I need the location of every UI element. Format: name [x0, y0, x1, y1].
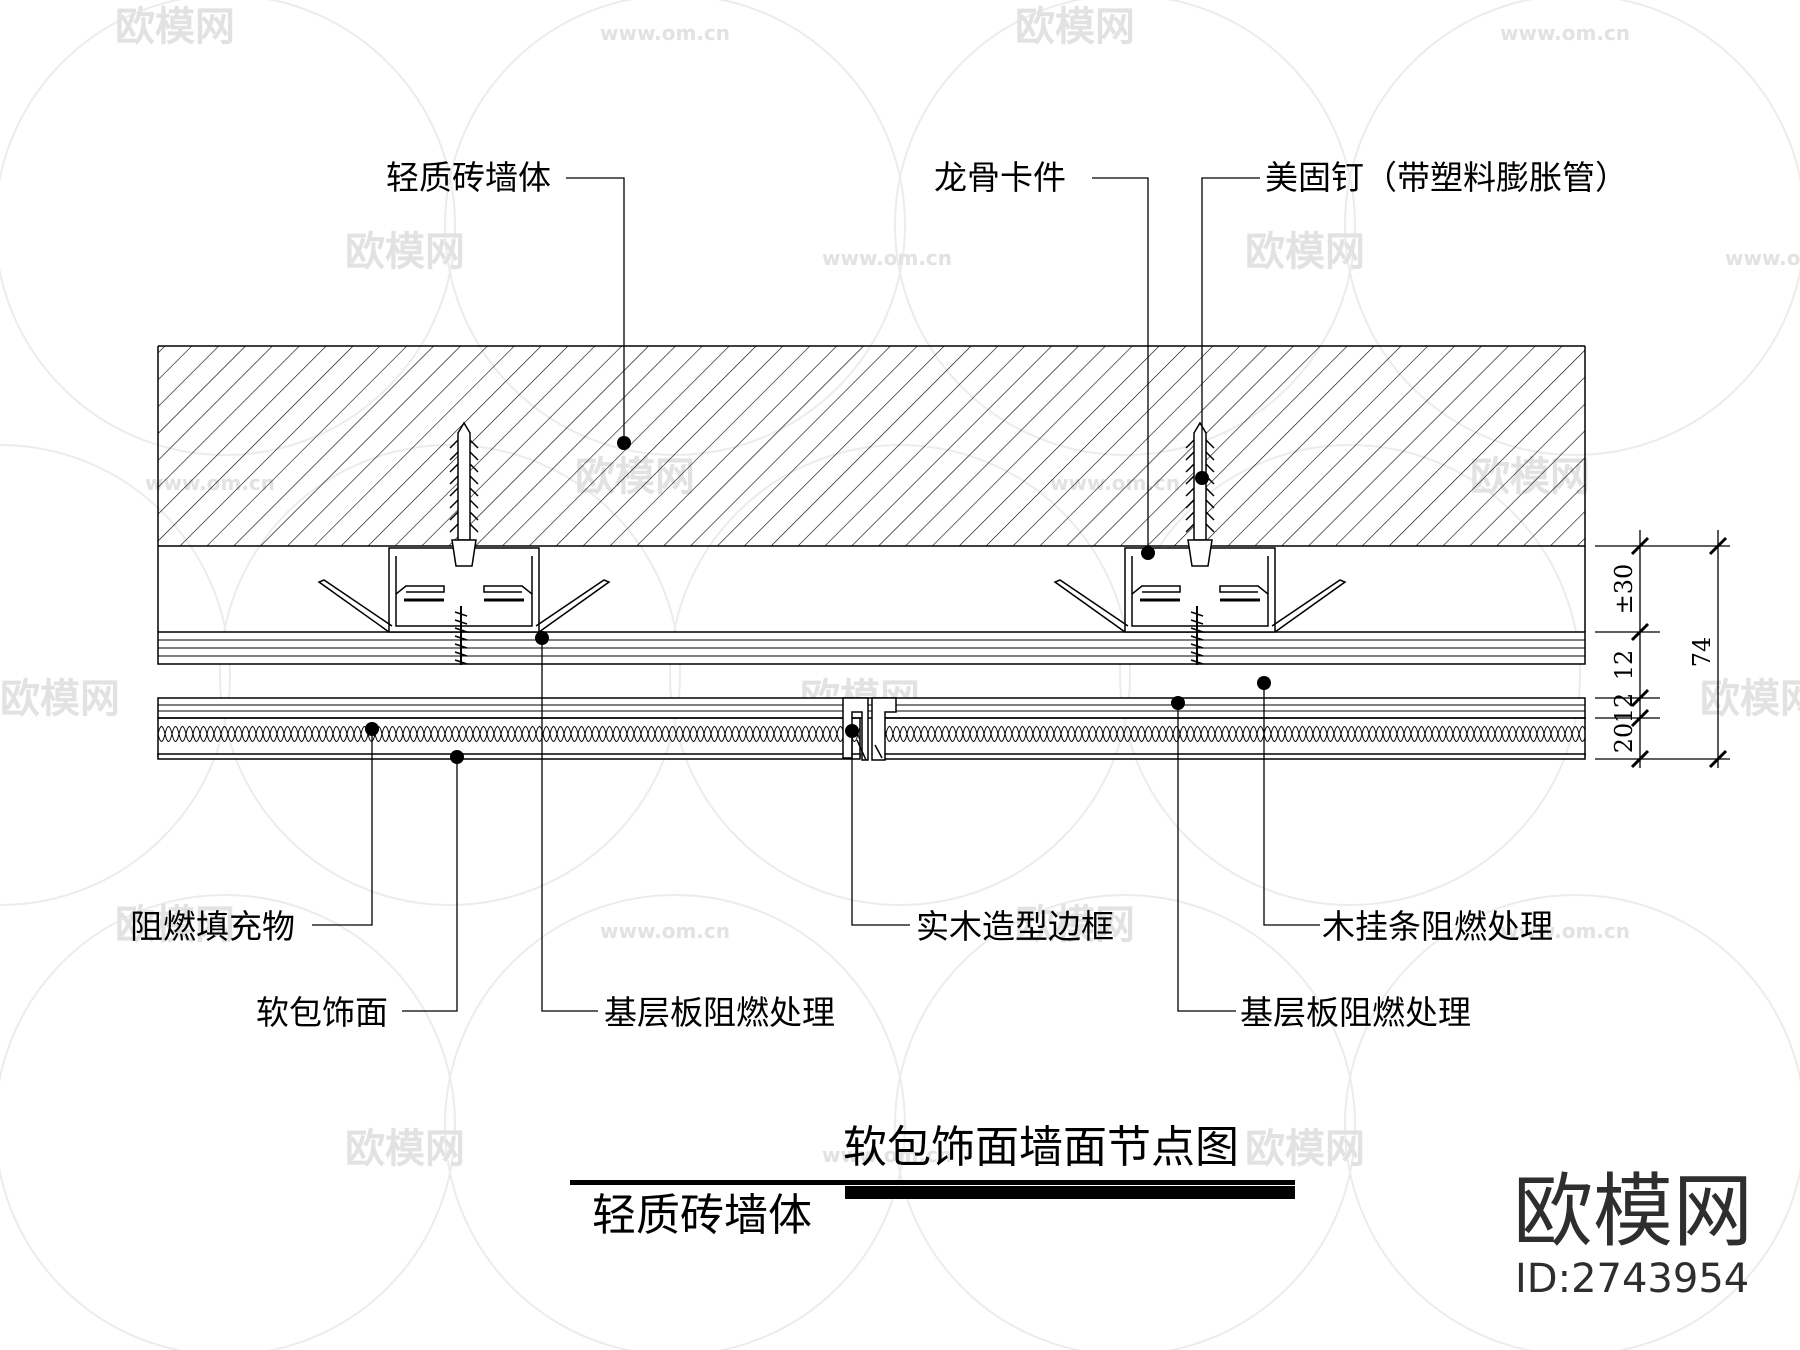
leaders — [312, 177, 1320, 1012]
title-underline-thick — [845, 1186, 1295, 1199]
dimension-ticks — [1630, 536, 1728, 769]
leader-soft — [402, 757, 458, 1012]
air-gap — [157, 546, 1586, 632]
watermark-tile-brand: 欧模网 — [1015, 902, 1135, 948]
leader-anchor — [1201, 177, 1260, 478]
watermark-tile-url: www.om.cn — [1725, 246, 1800, 270]
keel-assembly — [1053, 421, 1347, 665]
label-base-board-right: 基层板阻燃处理 — [1240, 993, 1471, 1032]
watermark-tile-url: www.om.cn — [822, 246, 952, 270]
watermark-tile-url: www.om.cn — [600, 919, 730, 943]
leader-wall — [566, 177, 625, 443]
watermark-tile-brand: 欧模网 — [345, 229, 465, 275]
watermark-tile-brand: 欧模网 — [345, 1126, 465, 1172]
leader-base-right — [1177, 703, 1236, 1012]
label-keel-clip: 龙骨卡件 — [934, 158, 1066, 197]
watermark-tile-url: www.om.cn — [1500, 919, 1630, 943]
label-fire-filler: 阻燃填充物 — [130, 907, 295, 946]
watermark-tile-brand: 欧模网 — [115, 902, 235, 948]
title-underline-thin — [570, 1180, 1295, 1185]
watermark-tile-brand: 欧模网 — [1700, 676, 1800, 722]
leader-keel-clip — [1092, 177, 1149, 553]
keel-assembly — [317, 421, 611, 665]
watermark-tile-brand: 欧模网 — [1015, 4, 1135, 50]
drawing-title: 软包饰面墙面节点图 — [843, 1122, 1239, 1173]
leader-filler — [312, 729, 373, 926]
watermark-tile-url: www.om.cn — [1500, 21, 1630, 45]
watermark-id: ID:2743954 — [1515, 1256, 1749, 1302]
dim-total: 74 — [1688, 637, 1716, 668]
dim-base-board: 12 — [1610, 650, 1638, 681]
watermark-tile-brand: 欧模网 — [0, 676, 120, 722]
watermark-tile-url: www.om.cn — [600, 21, 730, 45]
label-wood-frame: 实木造型边框 — [916, 907, 1114, 946]
watermark-tile-brand: 欧模网 — [1245, 1126, 1365, 1172]
base-screw — [1190, 606, 1204, 665]
soft-panel-right — [879, 717, 1586, 760]
label-wall: 轻质砖墙体 — [386, 158, 551, 197]
anchor-plug — [449, 421, 479, 567]
leader-frame — [851, 731, 910, 926]
dimension-lines — [1595, 530, 1730, 768]
leader-strip — [1263, 683, 1320, 926]
dim-soft-panel: 20 — [1610, 723, 1638, 754]
brick-wall — [157, 345, 1586, 547]
label-wood-strip: 木挂条阻燃处理 — [1322, 907, 1553, 946]
label-base-board-left: 基层板阻燃处理 — [604, 993, 835, 1032]
watermark-tile-brand: 欧模网 — [115, 4, 235, 50]
leader-dots — [365, 436, 1271, 764]
dim-air-gap: ±30 — [1610, 564, 1638, 615]
watermark-tile-brand: 欧模网 — [1245, 229, 1365, 275]
soft-panel-left — [157, 717, 861, 760]
base-board — [157, 631, 1586, 665]
watermark-tile-url: www.om.cn — [822, 1143, 952, 1167]
label-anchor-nail: 美固钉（带塑料膨胀管） — [1265, 158, 1628, 197]
watermark-brand: 欧模网 — [1513, 1165, 1753, 1258]
wood-frame-joint — [842, 697, 897, 761]
drawing-subtitle: 轻质砖墙体 — [592, 1190, 812, 1241]
keel-assemblies — [317, 421, 1347, 665]
label-soft-surface: 软包饰面 — [256, 993, 388, 1032]
leader-base-left — [541, 638, 598, 1012]
dim-wood-strip: 12 — [1610, 693, 1638, 724]
base-screw — [454, 606, 468, 665]
